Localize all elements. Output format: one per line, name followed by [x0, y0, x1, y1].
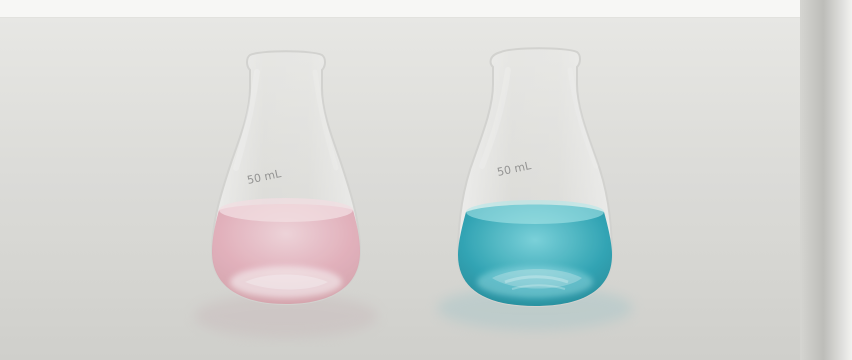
blue-right-highlight — [567, 67, 599, 169]
blue-left-highlight — [479, 67, 511, 169]
right-binding-shadow — [800, 0, 852, 360]
photo-background — [0, 18, 800, 360]
pink-flask-shadow — [194, 294, 378, 338]
blue-bottom-swirl — [492, 269, 582, 289]
blue-swirl-line-2 — [511, 284, 566, 290]
pink-right-highlight — [312, 69, 339, 171]
blue-liquid-surface — [466, 200, 604, 224]
photo-vignette — [0, 18, 800, 360]
pink-bottom-swirl — [245, 274, 328, 290]
flask-blue: 50 mL — [456, 47, 614, 308]
flask-pink: 50 mL — [210, 50, 362, 306]
blue-swirl-line-1 — [504, 275, 569, 284]
pink-liquid-surface — [219, 198, 353, 222]
pink-bottom-highlight — [230, 266, 342, 298]
page-top — [0, 0, 852, 18]
pink-left-highlight — [233, 69, 260, 171]
blue-bottom-highlight — [477, 266, 593, 298]
